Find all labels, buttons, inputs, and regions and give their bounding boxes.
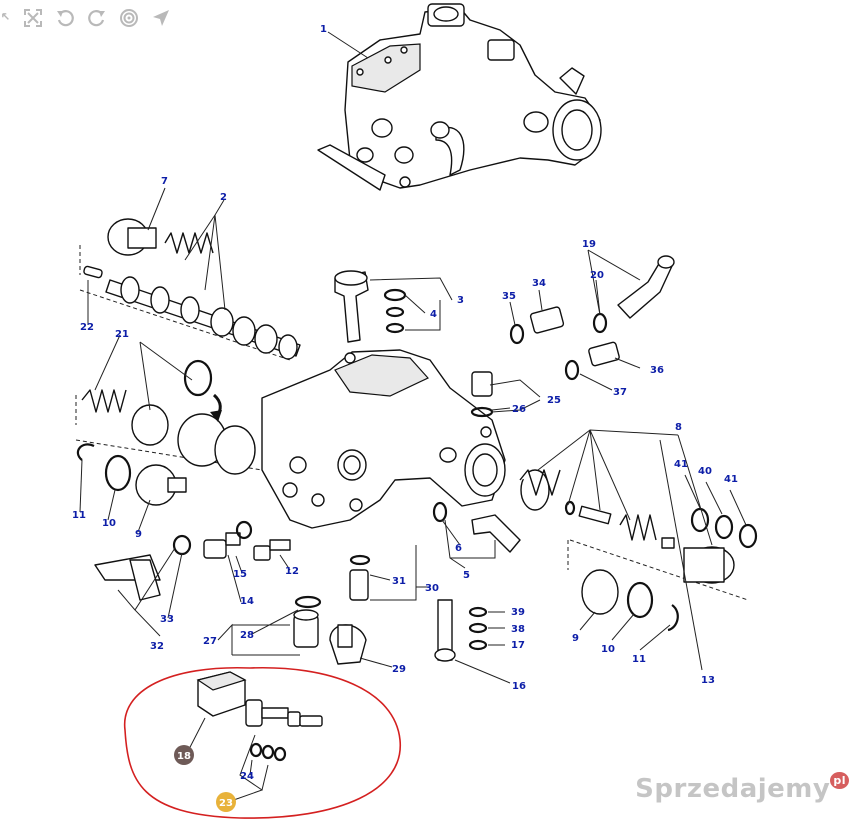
spool-group-right: [519, 469, 758, 632]
watermark-sup: pl: [830, 772, 849, 789]
rotate-left-button[interactable]: [52, 5, 78, 31]
callout-1: 1: [320, 24, 327, 35]
callout-badge-23: 23: [216, 792, 236, 812]
callout-11a: 11: [72, 510, 86, 521]
callout-23: 23: [219, 798, 233, 809]
callout-20: 20: [590, 270, 604, 281]
callout-10b: 10: [601, 644, 615, 655]
fittings-right-upper: [334, 255, 675, 553]
fullscreen-button[interactable]: [20, 5, 46, 31]
callout-38: 38: [511, 624, 525, 635]
rotate-right-icon: [88, 10, 105, 27]
callout-27: 27: [203, 636, 217, 647]
part-1-valve-assembly: [317, 3, 602, 191]
badge-23-circle: [216, 792, 236, 812]
share-button[interactable]: [148, 5, 174, 31]
callout-16: 16: [512, 681, 526, 692]
callout-40: 40: [698, 466, 712, 477]
callout-32: 32: [150, 641, 164, 652]
watermark-text: Sprzedajemy: [635, 774, 831, 804]
callout-33: 33: [160, 614, 174, 625]
callout-15: 15: [233, 569, 247, 580]
highlighted-solenoid-group: [123, 666, 401, 819]
callout-25: 25: [547, 395, 561, 406]
callout-8: 8: [675, 422, 682, 433]
leader-lines: [79, 31, 747, 803]
callout-21: 21: [115, 329, 129, 340]
callout-9b: 9: [572, 633, 579, 644]
fittings-center-lower: [293, 554, 488, 665]
share-icon: [153, 10, 169, 26]
fullscreen-icon: [24, 9, 42, 27]
callout-35: 35: [502, 291, 516, 302]
zoom-out-button[interactable]: [0, 5, 14, 31]
spool-group-upper: [79, 218, 301, 361]
callout-31: 31: [392, 576, 406, 587]
callout-5: 5: [463, 570, 470, 581]
callout-29: 29: [392, 664, 406, 675]
callout-19: 19: [582, 239, 596, 250]
callout-18: 18: [177, 751, 191, 762]
rotate-left-icon: [57, 10, 74, 27]
callout-7: 7: [161, 176, 168, 187]
callout-36: 36: [650, 365, 664, 376]
viewer-toolbar: [0, 4, 190, 32]
callout-24: 24: [240, 771, 254, 782]
fittings-lower-left: [94, 520, 291, 601]
badge-18-circle: [174, 745, 194, 765]
callout-badge-18: 18: [174, 745, 194, 765]
spool-group-middle: [75, 359, 263, 506]
reset-button[interactable]: [116, 5, 142, 31]
callout-26: 26: [512, 404, 526, 415]
reset-icon: [120, 9, 138, 27]
callout-3: 3: [457, 295, 464, 306]
callout-13: 13: [701, 675, 715, 686]
central-valve-body: [261, 349, 506, 529]
callout-34: 34: [532, 278, 546, 289]
callout-22: 22: [80, 322, 94, 333]
callout-14: 14: [240, 596, 254, 607]
callout-41a: 41: [674, 459, 688, 470]
callout-30: 30: [425, 583, 439, 594]
rotate-right-button[interactable]: [84, 5, 110, 31]
callout-6: 6: [455, 543, 462, 554]
callout-10a: 10: [102, 518, 116, 529]
callout-12: 12: [285, 566, 299, 577]
callout-39: 39: [511, 607, 525, 618]
callout-4: 4: [430, 309, 437, 320]
callout-labels: 1 7 2 19 20 34 35 3 4 22 21 36 37 25 26 …: [72, 24, 738, 782]
zoom-out-icon: [2, 13, 9, 20]
callout-9a: 9: [135, 529, 142, 540]
callout-28: 28: [240, 630, 254, 641]
callout-11b: 11: [632, 654, 646, 665]
callout-17: 17: [511, 640, 525, 651]
callout-37: 37: [613, 387, 627, 398]
callout-41b: 41: [724, 474, 738, 485]
callout-2: 2: [220, 192, 227, 203]
